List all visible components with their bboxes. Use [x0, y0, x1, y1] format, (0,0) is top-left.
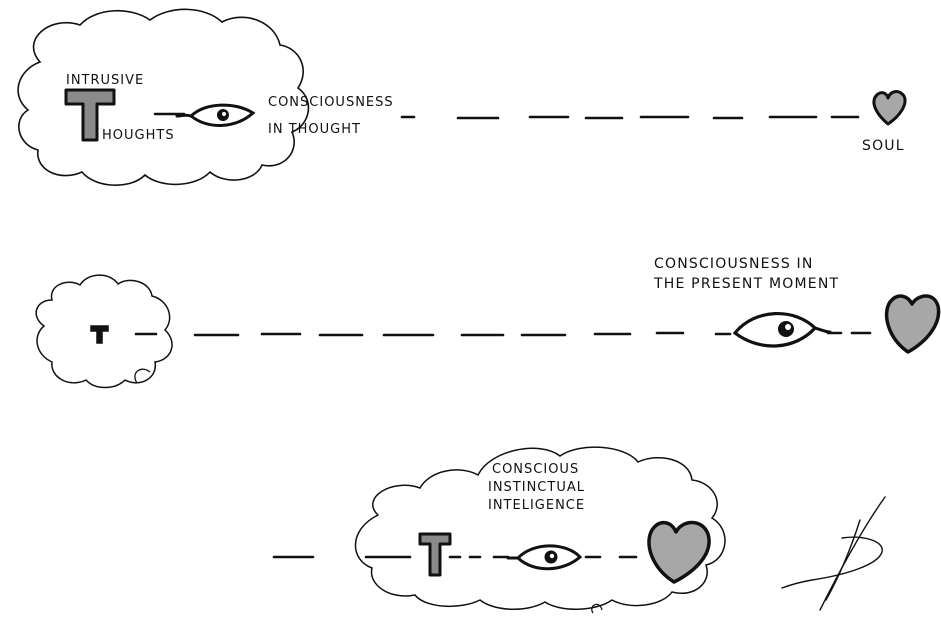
- eye-icon-present: [732, 311, 832, 348]
- present-label-line2: THE PRESENT MOMENT: [653, 276, 839, 292]
- conscious-label-line3: INTELIGENCE: [488, 498, 585, 513]
- dashed-line-1: [400, 115, 860, 120]
- conscious-label-line2: INSTINCTUAL: [488, 480, 585, 495]
- soul-label: SOUL: [862, 138, 905, 154]
- heart-icon: [872, 90, 907, 126]
- dashed-line-2: [134, 331, 872, 337]
- heart-icon-present: [884, 294, 941, 354]
- thought-cloud-small: [35, 274, 173, 389]
- present-label-line1: CONSCIOUSNESS IN: [654, 256, 814, 272]
- thoughts-label-rest: HOUGHTS: [102, 128, 175, 143]
- in-thought-label: IN THOUGHT: [268, 122, 361, 137]
- t-letter-icon-bottom: [418, 532, 452, 577]
- consciousness-label: CONSCIOUSNESS: [268, 95, 394, 110]
- conscious-label-line1: CONSCIOUS: [492, 462, 579, 477]
- eye-icon: [175, 103, 256, 127]
- panel-present-moment: CONSCIOUSNESS IN THE PRESENT MOMENT: [35, 256, 941, 389]
- eye-icon-bottom: [506, 544, 583, 571]
- t-letter-icon: [64, 88, 116, 142]
- panel-conscious-instinct: CONSCIOUS INSTINCTUAL INTELIGENCE: [272, 446, 726, 614]
- thought-cloud-bottom: [354, 446, 726, 610]
- heart-icon-bottom: [647, 520, 711, 584]
- panel-intrusive-thoughts: INTRUSIVE HOUGHTS CONSCIOUSNESS IN THOUG…: [17, 8, 907, 186]
- intrusive-label: INTRUSIVE: [66, 73, 144, 88]
- signature-icon: [781, 496, 886, 611]
- thought-cloud-large: [17, 8, 310, 186]
- t-letter-icon-small: [90, 325, 109, 344]
